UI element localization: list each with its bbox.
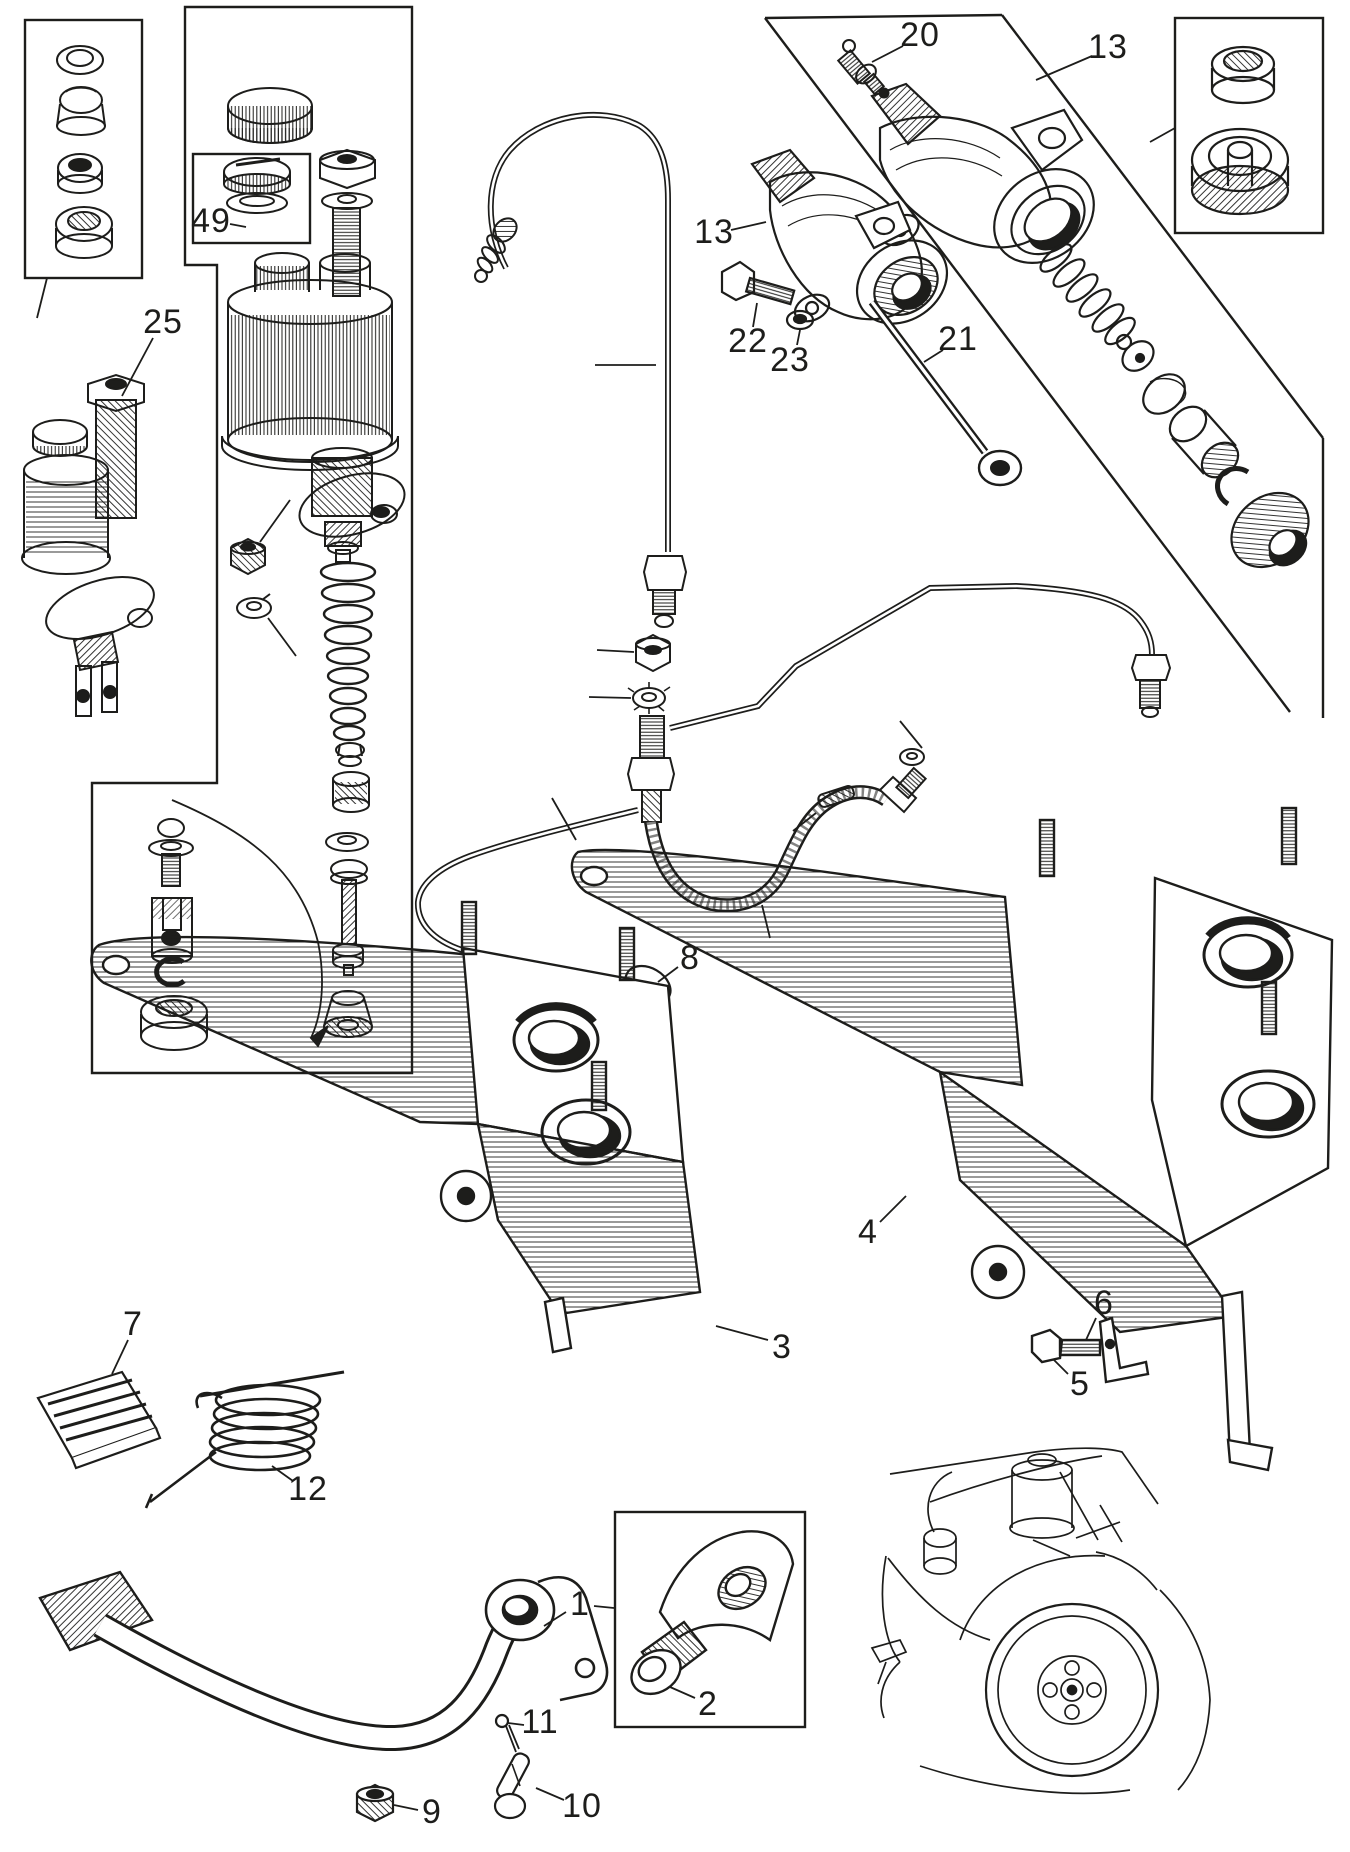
band-top-edge	[764, 13, 1003, 20]
washer-23	[785, 309, 815, 331]
master-cylinder-exploded	[140, 87, 406, 1051]
callout-9: 9	[422, 1793, 442, 1831]
callout-8: 8	[680, 939, 700, 977]
pushrod-end	[148, 818, 194, 887]
piston	[332, 771, 370, 813]
clutch-pipe-long	[474, 111, 688, 628]
piston-washer	[325, 832, 369, 852]
cap-seal-box-49	[191, 152, 312, 245]
pipe-end-fitting	[642, 555, 688, 628]
slave-cup-seal	[1142, 373, 1186, 415]
pedal-pad-7	[36, 1370, 162, 1470]
bolt-22	[720, 260, 796, 306]
callout-12: 12	[288, 1470, 328, 1508]
slave-piston-seal	[1190, 127, 1290, 216]
star-washer	[627, 682, 671, 714]
callout-49: 49	[191, 202, 231, 240]
pedal-bracket-left	[90, 900, 702, 1354]
master-cylinder-assembly-25	[21, 373, 272, 717]
callout-2: 2	[698, 1685, 718, 1723]
pipe-to-frame	[669, 582, 1172, 731]
slave-cylinder-lower	[720, 148, 949, 331]
seal-ring	[57, 153, 103, 194]
slave-seal-kit	[1190, 45, 1290, 216]
callout-3: 3	[772, 1328, 792, 1366]
union-fitting	[626, 715, 676, 823]
callout-13-lower: 13	[694, 213, 734, 251]
callout-25: 25	[143, 303, 183, 341]
clamp-bores-left	[512, 1002, 632, 1166]
washer-ring	[56, 45, 104, 75]
hose-washer	[899, 748, 925, 766]
band-left-edge	[764, 17, 1291, 713]
slave-boot	[1230, 491, 1310, 569]
sketch-wheel	[984, 1602, 1160, 1778]
small-pin	[817, 785, 855, 808]
valve-retainer	[335, 742, 365, 767]
slave-circlip	[1215, 466, 1250, 507]
callout-13-upper: 13	[1088, 28, 1128, 66]
seal-kit-box-top-left	[23, 18, 144, 280]
callout-6: 6	[1094, 1284, 1114, 1322]
cup-seal-large	[55, 206, 113, 259]
slave-cylinder-internals	[1039, 243, 1310, 569]
callout-5: 5	[1070, 1365, 1090, 1403]
pedal-bracket-right	[570, 806, 1334, 1472]
installation-sketch	[870, 1447, 1211, 1795]
band-right-edge	[1001, 14, 1324, 439]
callout-labels: 49 25 20 13 13 22 23 21 8 4 3 6 5 7 12 1…	[123, 16, 1128, 1831]
callout-23: 23	[770, 341, 810, 379]
filler-cap	[227, 87, 313, 144]
callout-1: 1	[570, 1585, 590, 1623]
pedal-bush-box-2	[613, 1510, 807, 1729]
return-spring	[319, 561, 377, 742]
cup-seal-small	[56, 86, 106, 136]
callout-7: 7	[123, 1305, 143, 1343]
sketch-reservoir	[1009, 1453, 1075, 1539]
bolt-5	[1030, 1328, 1102, 1364]
spring-washer	[236, 593, 272, 619]
pedal-arm	[38, 1570, 609, 1752]
master-cylinder-box	[90, 5, 414, 1075]
seal-kit-box-top-right	[1173, 16, 1325, 235]
callout-22: 22	[728, 322, 768, 360]
small-fasteners	[355, 1713, 530, 1823]
split-pin-11	[494, 1713, 520, 1753]
slave-piston	[1168, 405, 1240, 479]
hose-end-hex	[878, 775, 918, 814]
cap-and-seal-49	[223, 157, 291, 214]
inset-boxes	[23, 5, 1325, 1729]
nut-9	[355, 1783, 395, 1823]
master-cylinder-body	[298, 447, 406, 563]
callout-10: 10	[562, 1787, 602, 1825]
callout-21: 21	[938, 320, 978, 358]
push-rod-21	[868, 299, 1023, 487]
clamp-bores-right	[1202, 916, 1316, 1139]
lock-bracket-6	[1098, 1316, 1150, 1384]
callout-4: 4	[858, 1213, 878, 1251]
slave-valve	[1115, 333, 1155, 372]
leader-lines	[36, 45, 1176, 1811]
callout-11: 11	[521, 1703, 558, 1741]
bulkhead-nut-washer	[627, 633, 671, 714]
callout-20: 20	[900, 16, 940, 54]
sketch-master-cylinder	[923, 1471, 957, 1575]
bush-upper	[717, 1565, 767, 1611]
reservoir-stud-nut	[319, 148, 376, 297]
bleed-screw	[836, 39, 890, 99]
return-spring-12	[144, 1370, 345, 1509]
clevis-25	[75, 661, 118, 717]
clevis-pin-10	[493, 1752, 530, 1820]
pedal-bush-detail	[630, 1530, 795, 1696]
bush-lower-2	[630, 1620, 708, 1696]
mounting-nut	[230, 537, 266, 576]
seal-kit-parts	[55, 45, 113, 259]
fluid-reservoir	[221, 252, 399, 471]
